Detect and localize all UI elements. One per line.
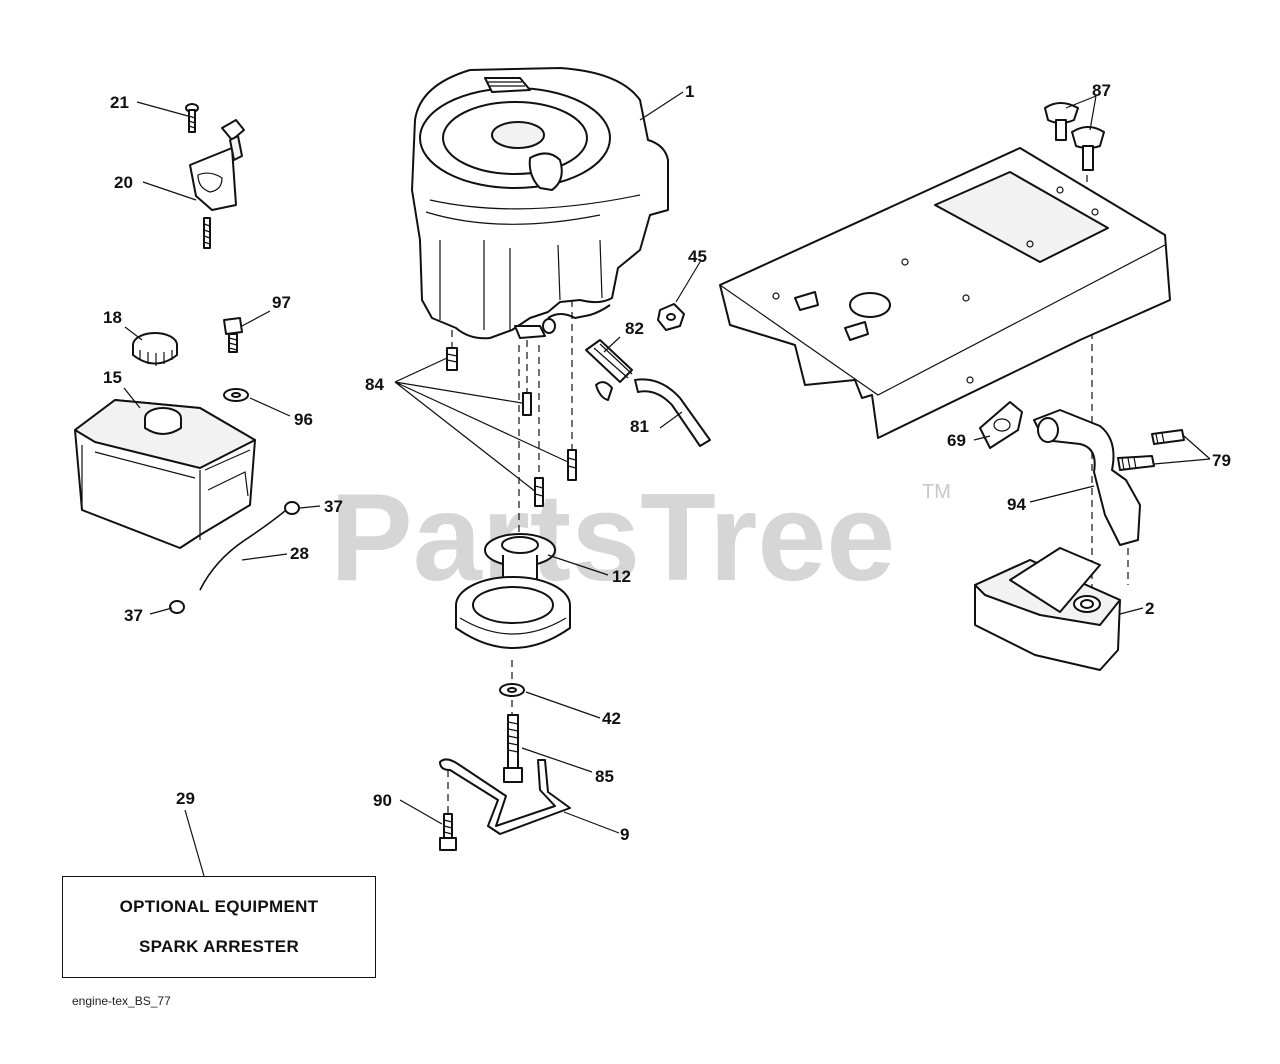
- bolt-part-97: [223, 317, 243, 353]
- knobs-part: [1044, 102, 1105, 171]
- callout-29: 29: [176, 789, 195, 808]
- pulley-part: [455, 533, 571, 649]
- callout-94: 94: [1007, 495, 1026, 514]
- callout-21: 21: [110, 93, 129, 112]
- muffler-part: [974, 547, 1121, 671]
- bracket-part: [439, 758, 571, 835]
- callout-96: 96: [294, 410, 313, 429]
- muffler-pipe-part: [1033, 409, 1141, 546]
- spark-arrester-label: SPARK ARRESTER: [138, 937, 300, 956]
- callout-82: 82: [625, 319, 644, 338]
- callout-42: 42: [602, 709, 621, 728]
- fuel-line-part: [169, 501, 300, 614]
- fuel-cap-part: [132, 332, 178, 366]
- nut-part-45: [657, 303, 685, 331]
- bolt-part-85: [503, 714, 523, 783]
- callout-labels: 1 2 9 12 15 18 20 21 28 29 37 37 42 45 6…: [103, 81, 1231, 844]
- callout-20: 20: [114, 173, 133, 192]
- callout-18: 18: [103, 308, 122, 327]
- callout-15: 15: [103, 368, 122, 387]
- chassis-frame-part: [719, 147, 1171, 439]
- callout-84: 84: [365, 375, 384, 394]
- callout-97: 97: [272, 293, 291, 312]
- screw-part-21: [185, 103, 199, 133]
- callout-37-upper: 37: [324, 497, 343, 516]
- hose-part-81: [634, 378, 711, 447]
- callout-28: 28: [290, 544, 309, 563]
- callout-12: 12: [612, 567, 631, 586]
- bolt-part-90: [439, 813, 457, 851]
- callout-87: 87: [1092, 81, 1111, 100]
- callout-81: 81: [630, 417, 649, 436]
- callout-45: 45: [688, 247, 707, 266]
- washer-part-96: [223, 388, 249, 402]
- bolts-part-79: [1117, 429, 1185, 471]
- watermark-trademark: TM: [922, 481, 951, 503]
- engine-bolts-part: [446, 347, 577, 507]
- callout-85: 85: [595, 767, 614, 786]
- diagram-code: engine-tex_BS_77: [72, 994, 171, 1008]
- leader-lines: [123, 91, 1211, 877]
- optional-equipment-box: OPTIONAL EQUIPMENT SPARK ARRESTER: [62, 876, 376, 978]
- callout-79: 79: [1212, 451, 1231, 470]
- callout-1: 1: [685, 82, 694, 101]
- callout-9: 9: [620, 825, 629, 844]
- throttle-control-part: [189, 119, 245, 249]
- callout-2: 2: [1145, 599, 1154, 618]
- washer-part-42: [499, 683, 525, 697]
- watermark-text: PartsTree: [330, 469, 895, 607]
- callout-90: 90: [373, 791, 392, 810]
- callout-37-lower: 37: [124, 606, 143, 625]
- optional-equipment-label: OPTIONAL EQUIPMENT: [119, 897, 319, 916]
- callout-69: 69: [947, 431, 966, 450]
- fuel-tank-part: [74, 399, 256, 549]
- fuel-fitting-part: [585, 339, 633, 401]
- engine-part: [411, 67, 669, 340]
- gasket-part-69: [979, 401, 1023, 449]
